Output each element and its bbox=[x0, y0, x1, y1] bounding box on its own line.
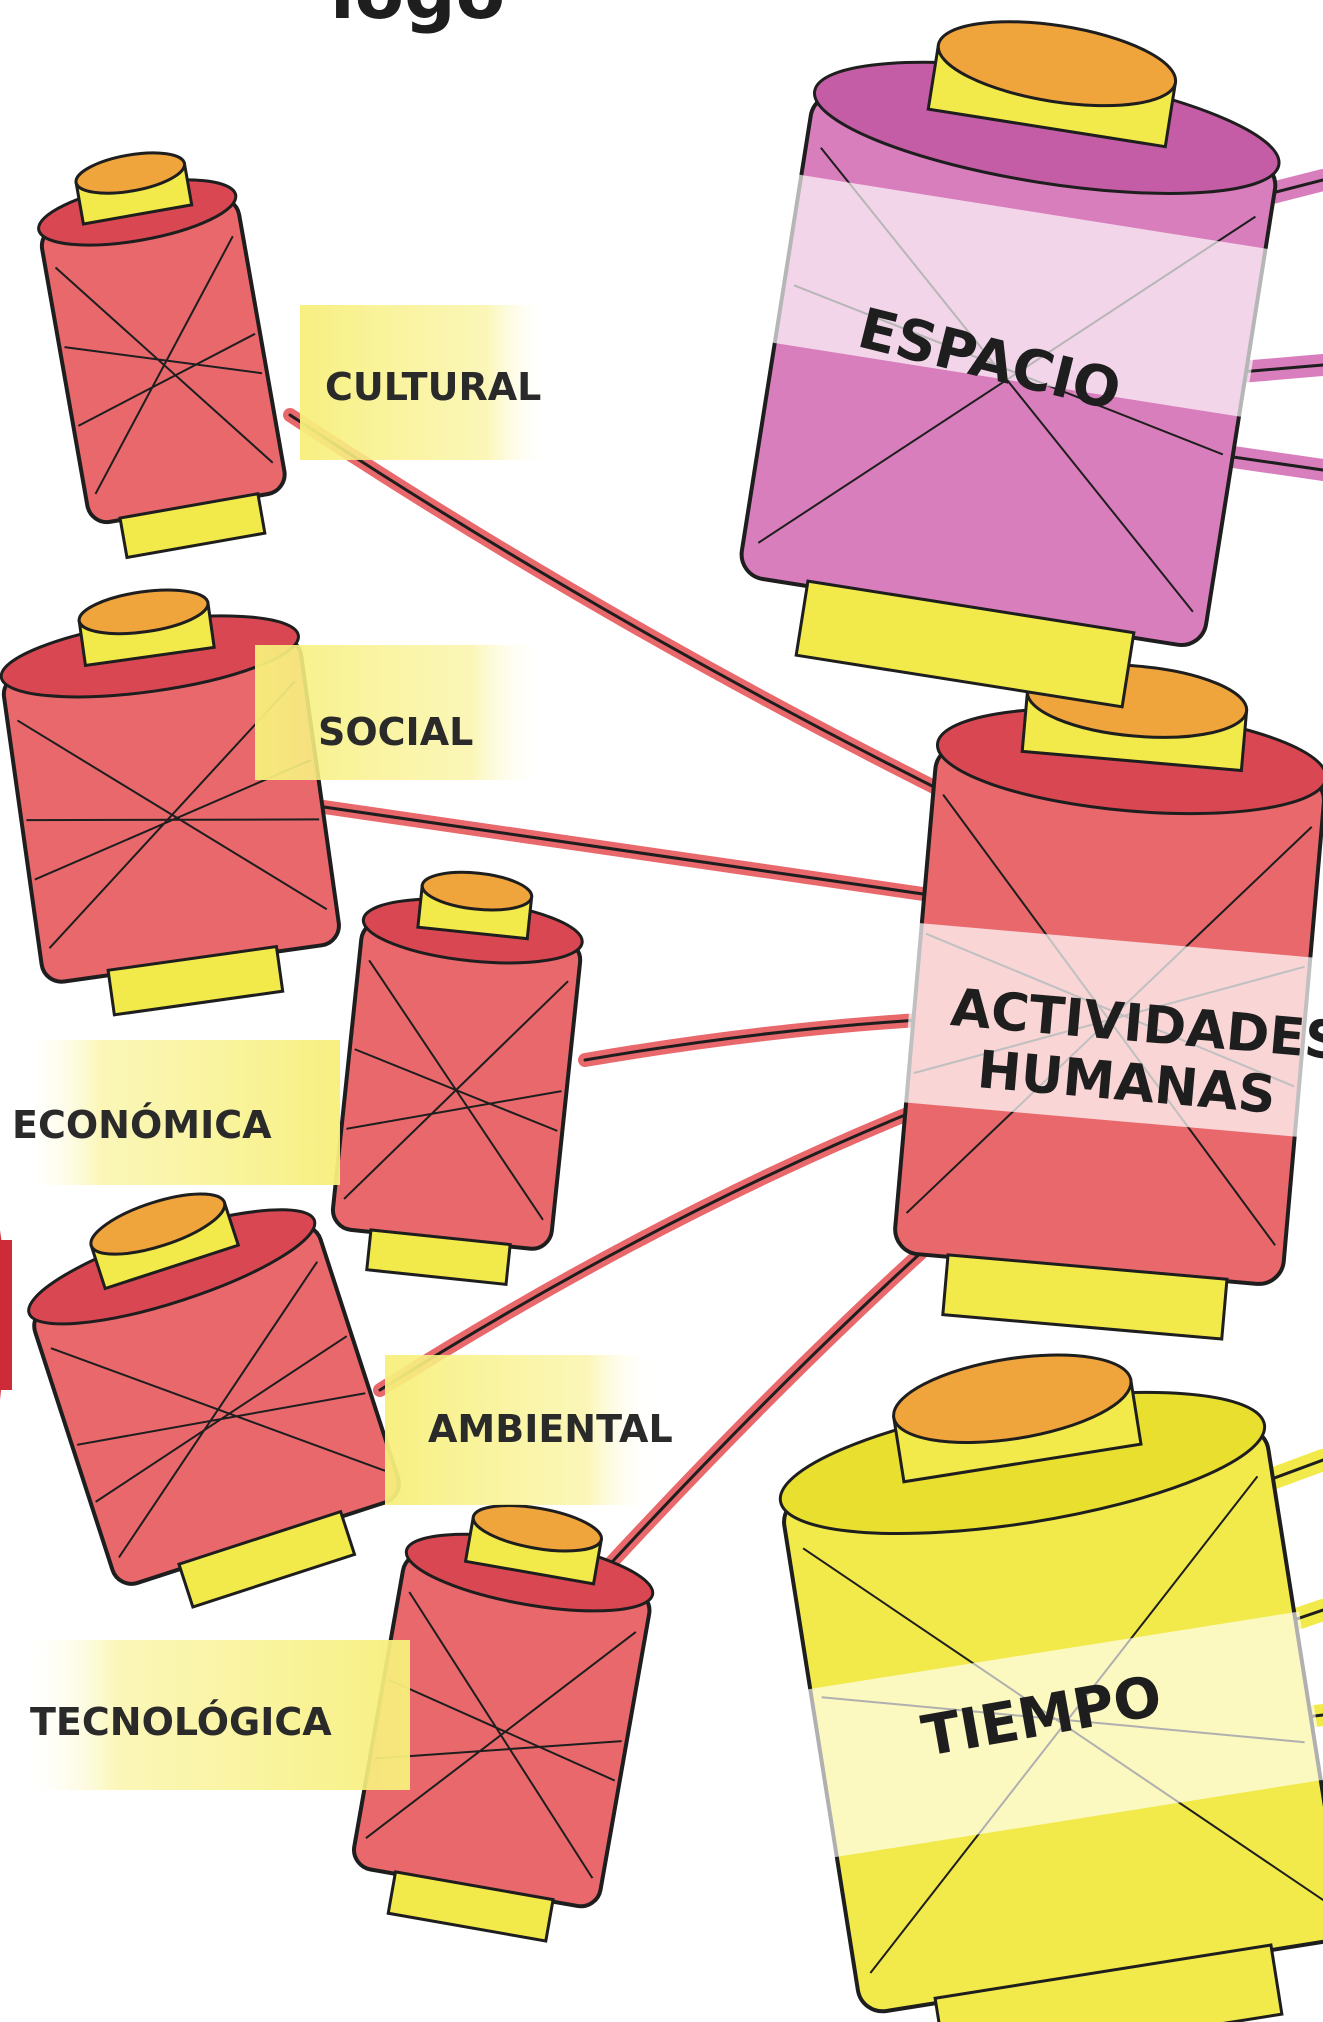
label-ambiental: AMBIENTAL bbox=[428, 1407, 673, 1451]
spool-cultural bbox=[29, 138, 295, 563]
spool-economica bbox=[327, 862, 588, 1289]
label-economica: ECONÓMICA bbox=[12, 1103, 272, 1147]
spool-social bbox=[0, 571, 347, 1024]
label-tecnologica: TECNOLÓGICA bbox=[30, 1700, 332, 1744]
label-social: SOCIAL bbox=[318, 710, 473, 754]
spool-tiempo bbox=[759, 1320, 1323, 2022]
label-cultural: CULTURAL bbox=[325, 365, 541, 409]
edge-fragment-bar bbox=[0, 1240, 12, 1390]
header-fragment: logo bbox=[330, 0, 505, 35]
